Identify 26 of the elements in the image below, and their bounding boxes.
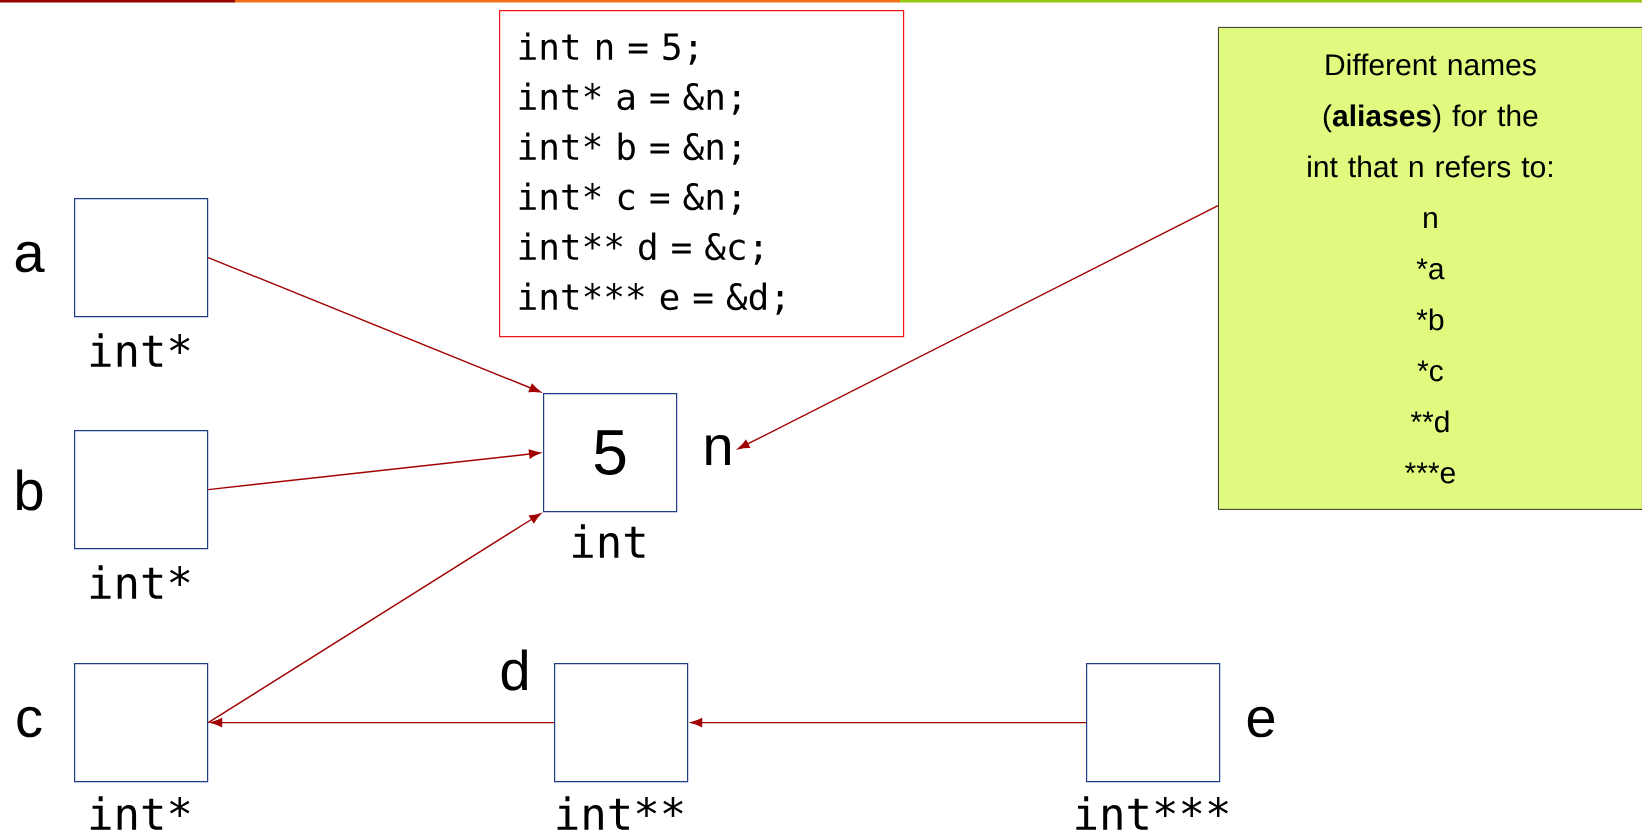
note-box: Different names (aliases) for the int that n refers to: n *a *b *c **d ***e (1218, 27, 1642, 510)
variable-name: b (17, 469, 43, 511)
arrow (207, 449, 541, 491)
variable-name: n (706, 434, 730, 466)
type-label: int* (90, 333, 190, 367)
variable-name: a (15, 241, 45, 273)
memory-box (74, 663, 209, 783)
variable-name: c (17, 706, 42, 738)
memory-box (554, 663, 689, 783)
memory-box (74, 430, 209, 550)
arrow (207, 513, 542, 724)
code-box: int n = 5; int* a = &n; int* b = &n; int* c = &n; int** d = &c; int*** e = &d; (499, 10, 905, 338)
variable-name: e (1247, 706, 1275, 738)
arrow (690, 718, 1087, 728)
arrow (207, 256, 541, 393)
type-label: int*** (1076, 796, 1228, 830)
memory-box (1086, 663, 1221, 783)
arrow (737, 204, 1219, 450)
type-label: int* (90, 796, 190, 830)
type-label: int* (90, 565, 190, 599)
type-label: int (573, 524, 645, 558)
memory-box: 5 (543, 393, 678, 513)
type-label: int** (557, 796, 683, 830)
variable-name: d (501, 649, 527, 691)
memory-box (74, 198, 209, 318)
arrow (210, 718, 555, 728)
